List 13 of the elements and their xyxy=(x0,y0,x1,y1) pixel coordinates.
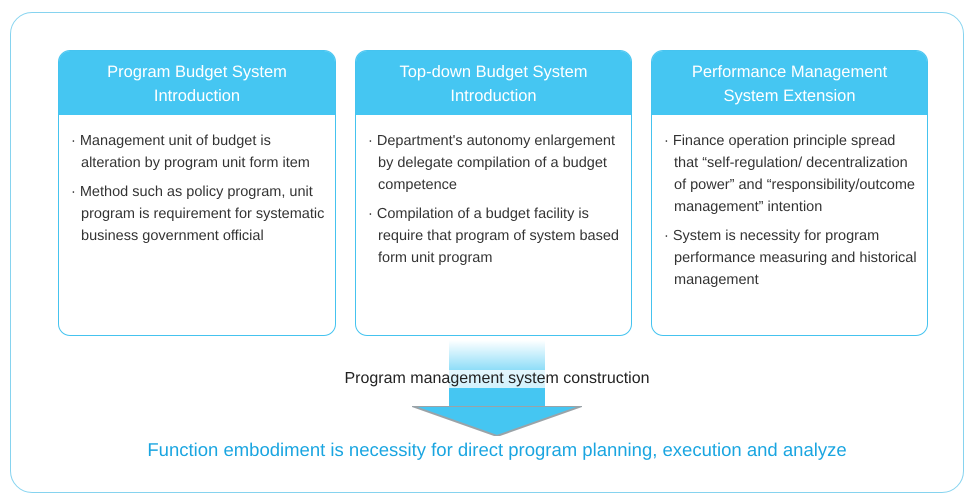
bullet-text: · Compilation of a budget facility is require that program of system based form unit program xyxy=(368,205,620,268)
conclusion-text: Function embodiment is necessity for direct program planning, execution and analyze xyxy=(100,438,894,462)
bullet-text: · Department's autonomy enlargement by delegate compilation of a budget competence xyxy=(368,132,616,195)
card-heading: Top-down Budget System Introduction xyxy=(356,51,631,115)
bullet-text: · System is necessity for program performance measuring and historical management xyxy=(664,227,918,290)
card-heading: Performance Management System Extension xyxy=(652,51,927,115)
info-card xyxy=(651,50,928,336)
bullet-text: · Management unit of budget is alteration by program unit form item xyxy=(71,132,311,173)
card-heading: Program Budget System Introduction xyxy=(59,51,335,115)
info-card xyxy=(58,50,336,336)
bullet-text: · Finance operation principle spread that “self-regulation/ decentralization of power” and “responsibility/outcome management” intention xyxy=(664,132,916,217)
bullet-text: · Method such as policy program, unit program is requirement for systematic business government official xyxy=(71,183,326,246)
info-card xyxy=(355,50,632,336)
